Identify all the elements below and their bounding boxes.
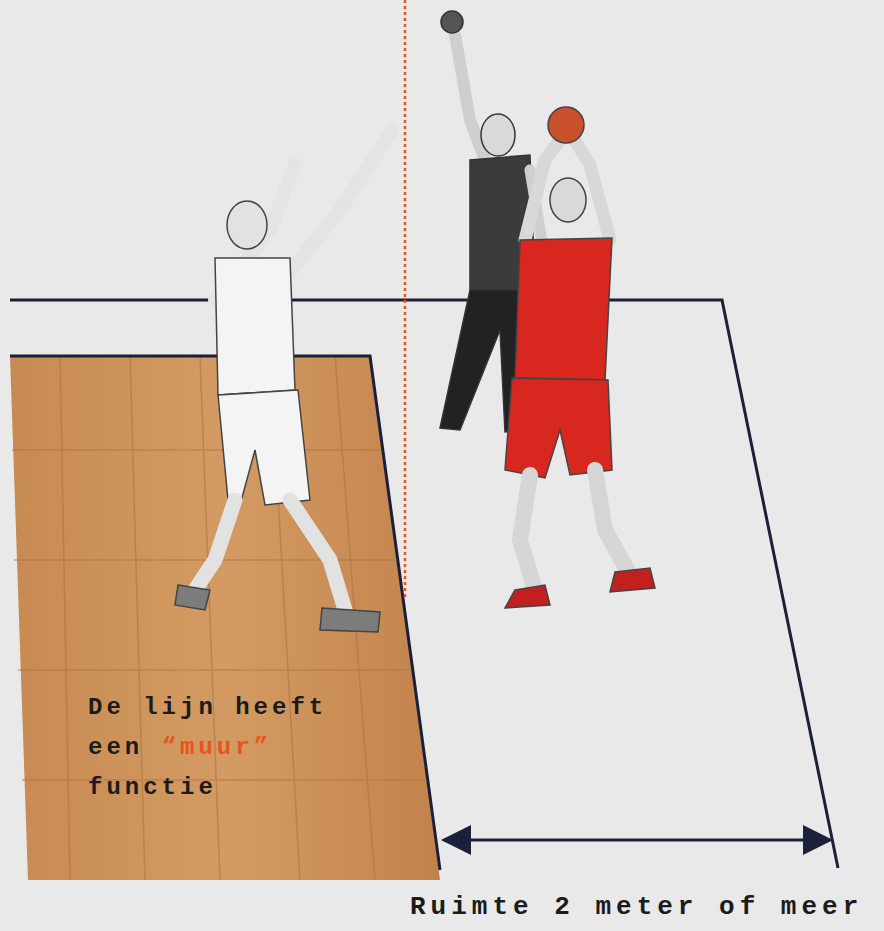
distance-label: Ruimte 2 meter of meer [410,892,863,922]
distance-arrow [444,839,830,842]
court-floor [10,356,440,880]
court-lines [10,300,838,870]
note-text: functie [88,774,217,801]
shooter-figure [505,107,655,608]
note-text: De lijn heeft een “muur” functie [88,688,350,808]
defender-figure [175,130,392,632]
floor-planks [12,356,425,880]
wall-line [404,0,407,600]
highlight-word: “muur” [162,734,272,761]
